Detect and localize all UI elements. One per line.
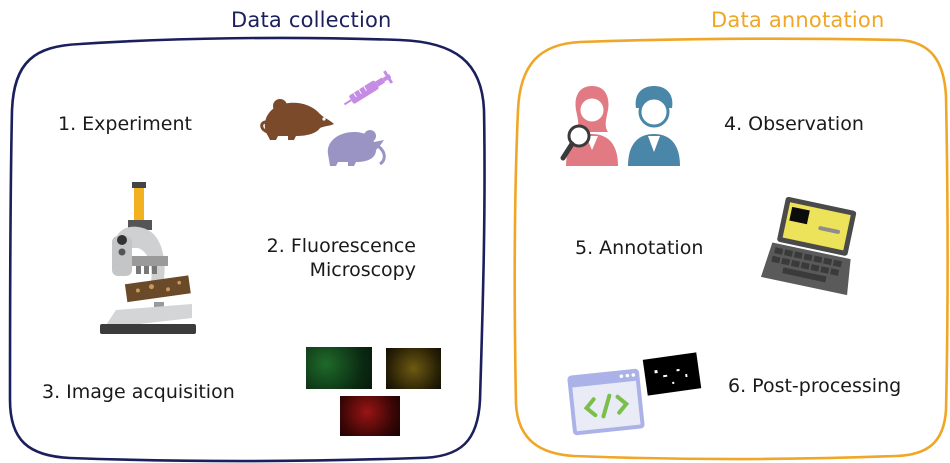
researchers-icon [566, 86, 680, 166]
collection-panel-border [8, 36, 486, 463]
annotation-panel-border [513, 37, 949, 461]
fluorescence-image-icon [340, 396, 400, 436]
fluorescence-image-icon [306, 347, 372, 389]
binary-mask-icon [642, 352, 702, 396]
step-microscopy-line2: Microscopy [309, 259, 416, 281]
step-image-acquisition-label: 3. Image acquisition [42, 381, 235, 403]
step-annotation-label: 5. Annotation [575, 237, 704, 259]
microscope-icon [100, 182, 196, 334]
magnifier-icon [560, 124, 591, 161]
step-observation-label: 4. Observation [724, 113, 864, 135]
laptop-icon [760, 196, 857, 296]
syringe-icon [343, 70, 394, 106]
code-window-icon [567, 368, 645, 436]
rat-icon [327, 130, 386, 166]
data-collection-title: Data collection [231, 8, 392, 32]
fluorescence-image-icon [386, 348, 441, 389]
data-annotation-title: Data annotation [711, 8, 885, 32]
step-microscopy-label: 2. Fluorescence Microscopy [238, 234, 416, 282]
step-microscopy-line1: 2. Fluorescence [266, 235, 416, 257]
step-post-processing-label: 6. Post-processing [728, 375, 902, 397]
mouse-icon [260, 99, 334, 140]
step-experiment-label: 1. Experiment [58, 113, 192, 135]
